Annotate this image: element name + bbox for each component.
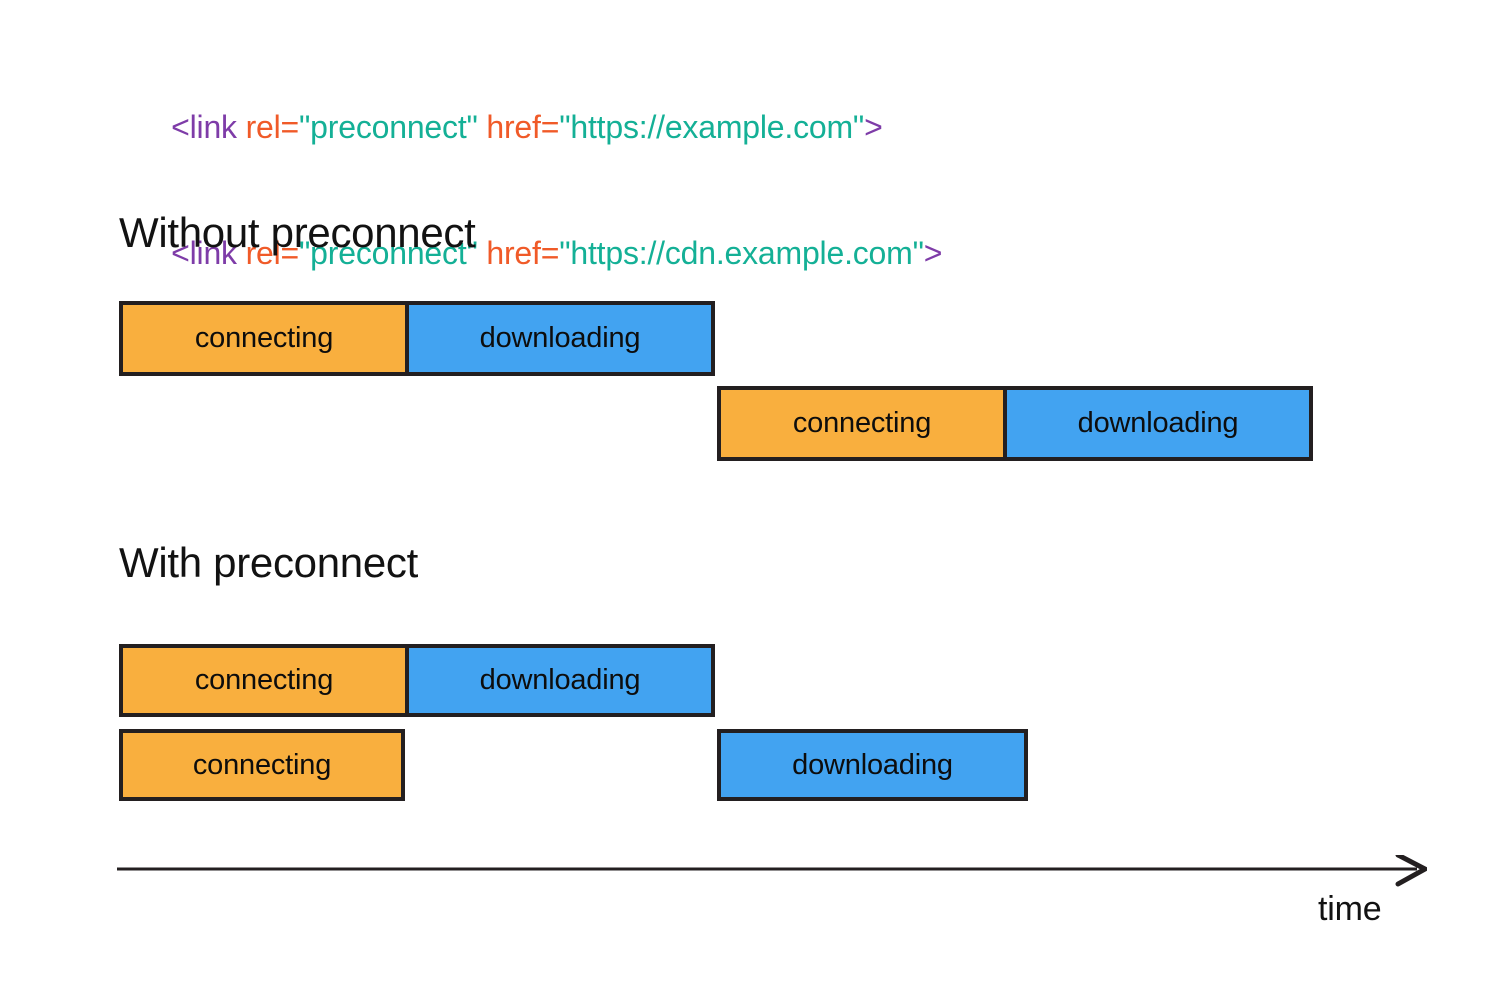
bar-segment-connecting: connecting [119, 729, 405, 801]
section-heading-with-preconnect: With preconnect [119, 539, 418, 586]
bar-segment-downloading: downloading [405, 301, 715, 376]
bar-segment-connecting: connecting [717, 386, 1003, 461]
bar-label-connecting: connecting [792, 407, 932, 439]
bar-label-downloading: downloading [792, 748, 953, 781]
code-attr-rel: rel= [245, 109, 300, 145]
time-axis-label: time [1318, 890, 1382, 928]
bar-label-connecting: connecting [192, 748, 332, 781]
code-attr-rel: rel= [245, 235, 300, 271]
code-attr-href: href= [486, 235, 560, 271]
code-value-rel: "preconnect" [299, 109, 478, 145]
code-value-href: "https://cdn.example.com" [559, 235, 924, 271]
code-value-rel: "preconnect" [299, 235, 478, 271]
bar-label-downloading: downloading [479, 322, 641, 354]
bar-segment-connecting: connecting [119, 644, 405, 717]
section-heading-without-preconnect: Without preconnect [119, 209, 476, 256]
code-line-1: <link rel="preconnect" href="https://exa… [119, 64, 1319, 190]
bar-segment-downloading: downloading [1003, 386, 1313, 461]
bar-label-downloading: downloading [1077, 407, 1239, 439]
bar-label-downloading: downloading [479, 664, 641, 696]
code-tag-close: > [864, 109, 883, 145]
code-tag-close: > [923, 235, 943, 271]
code-snippet: <link rel="preconnect" href="https://exa… [119, 64, 1319, 316]
bar-segment-downloading: downloading [717, 729, 1028, 801]
code-line-2: <link rel="preconnect" href="https://cdn… [119, 190, 1319, 316]
bar-segment-connecting: connecting [119, 301, 405, 376]
code-tag-open: <link [171, 109, 246, 145]
code-tag-open: <link [171, 235, 246, 271]
code-attr-href: href= [486, 109, 560, 145]
time-axis-arrow [117, 855, 1427, 895]
bar-segment-downloading: downloading [405, 644, 715, 717]
bar-label-connecting: connecting [194, 664, 334, 696]
bar-label-connecting: connecting [194, 322, 334, 354]
code-value-href: "https://example.com" [559, 109, 865, 145]
